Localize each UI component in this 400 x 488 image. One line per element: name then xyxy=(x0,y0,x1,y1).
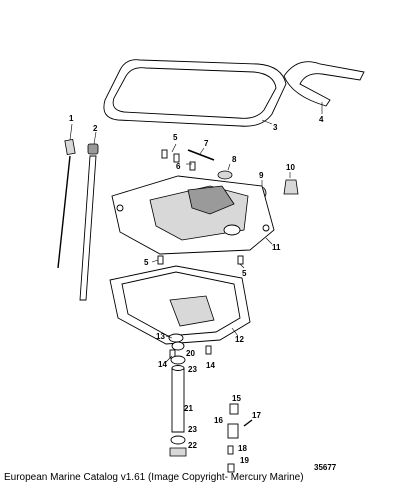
callout-5-right: 5 xyxy=(242,269,247,278)
lower-hardware xyxy=(168,333,212,365)
callout-15: 15 xyxy=(232,394,241,403)
tube-part-21 xyxy=(171,365,185,433)
leader-lines xyxy=(69,102,323,363)
bracket-part-4 xyxy=(283,61,365,107)
callout-2: 2 xyxy=(93,124,98,133)
catalog-caption: European Marine Catalog v1.61 (Image Cop… xyxy=(4,472,304,483)
callout-13: 13 xyxy=(156,332,165,341)
callout-9: 9 xyxy=(259,171,264,180)
callout-23-top: 23 xyxy=(188,365,197,374)
callout-7: 7 xyxy=(204,139,209,148)
reference-number: 35677 xyxy=(314,463,337,472)
callout-5-top: 5 xyxy=(173,133,178,142)
adapter-plate-part-11 xyxy=(111,175,275,255)
callout-20: 20 xyxy=(186,349,195,358)
screws-part-5 xyxy=(157,255,244,265)
callout-5-left: 5 xyxy=(144,258,149,267)
callout-16: 16 xyxy=(214,416,223,425)
callout-18: 18 xyxy=(238,444,247,453)
callout-22: 22 xyxy=(188,441,197,450)
callout-4: 4 xyxy=(319,115,324,124)
callout-23-bottom: 23 xyxy=(188,425,197,434)
callout-10: 10 xyxy=(286,163,295,172)
callout-11: 11 xyxy=(272,243,281,252)
dipstick-part-1 xyxy=(57,138,76,269)
callout-21: 21 xyxy=(184,404,193,413)
callout-14-right: 14 xyxy=(206,361,215,370)
callout-6: 6 xyxy=(176,162,181,171)
callout-1: 1 xyxy=(69,114,74,123)
callout-8: 8 xyxy=(232,155,237,164)
callout-12: 12 xyxy=(235,335,244,344)
callout-17: 17 xyxy=(252,411,261,420)
callout-14-left: 14 xyxy=(158,360,167,369)
seal-frame-part-3 xyxy=(103,59,287,127)
small-parts-lower xyxy=(169,403,253,473)
callout-19: 19 xyxy=(240,456,249,465)
dipstick-tube-part-2 xyxy=(79,143,99,301)
callout-3: 3 xyxy=(273,123,278,132)
gasket-part-12 xyxy=(109,265,251,345)
